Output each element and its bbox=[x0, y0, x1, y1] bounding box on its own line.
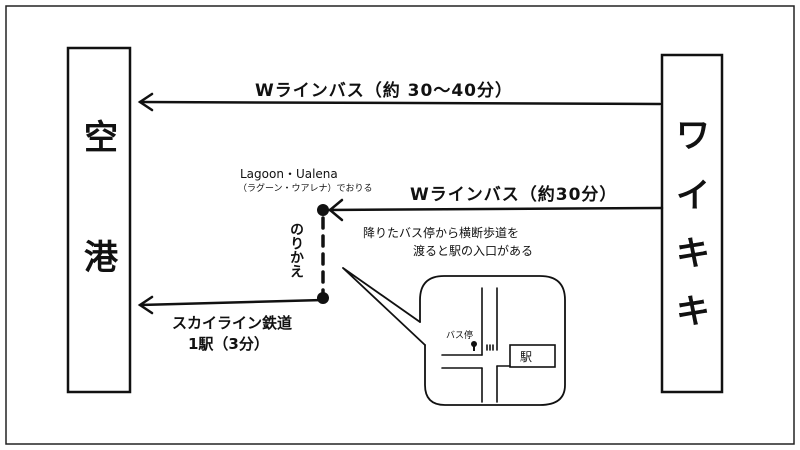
rail-detail-label: 1駅（3分） bbox=[188, 335, 269, 353]
stop-note: （ラグーン・ウアレナ）でおりる bbox=[238, 184, 373, 194]
stop-name: Lagoon・Ualena bbox=[240, 167, 338, 181]
outer-frame bbox=[5, 5, 795, 445]
callout-tail bbox=[342, 267, 426, 346]
callout-line-1: 降りたバス停から横断歩道を bbox=[363, 226, 520, 240]
rail-line-label: スカイライン鉄道 bbox=[172, 314, 293, 332]
waikiki-char-4: キ bbox=[676, 292, 710, 332]
station-box bbox=[509, 344, 556, 368]
transfer-dot-top bbox=[317, 204, 329, 216]
bus-stop-label: バス停 bbox=[446, 331, 474, 341]
bus-to-transfer-arrow bbox=[323, 206, 664, 212]
callout-line-2: 渡ると駅の入口がある bbox=[413, 244, 534, 258]
callout-box bbox=[419, 275, 566, 406]
waikiki-box bbox=[660, 53, 724, 394]
map-roads bbox=[441, 287, 511, 403]
waikiki-char-1: ワ bbox=[676, 116, 710, 156]
rail-arrow bbox=[138, 298, 325, 307]
waikiki-char-3: キ bbox=[676, 234, 710, 274]
bus-to-transfer-label: Wラインバス（約30分） bbox=[410, 185, 618, 205]
station-label: 駅 bbox=[520, 350, 533, 364]
airport-char-1: 空 bbox=[84, 118, 118, 158]
airport-box bbox=[66, 46, 132, 394]
direct-bus-label: Wラインバス（約 30～40分） bbox=[255, 81, 513, 101]
direct-bus-arrow bbox=[138, 100, 662, 106]
waikiki-char-2: イ bbox=[676, 176, 710, 216]
airport-char-2: 港 bbox=[84, 238, 118, 278]
transfer-label: のりかえ bbox=[288, 222, 304, 278]
transfer-dot-bottom bbox=[317, 292, 329, 304]
